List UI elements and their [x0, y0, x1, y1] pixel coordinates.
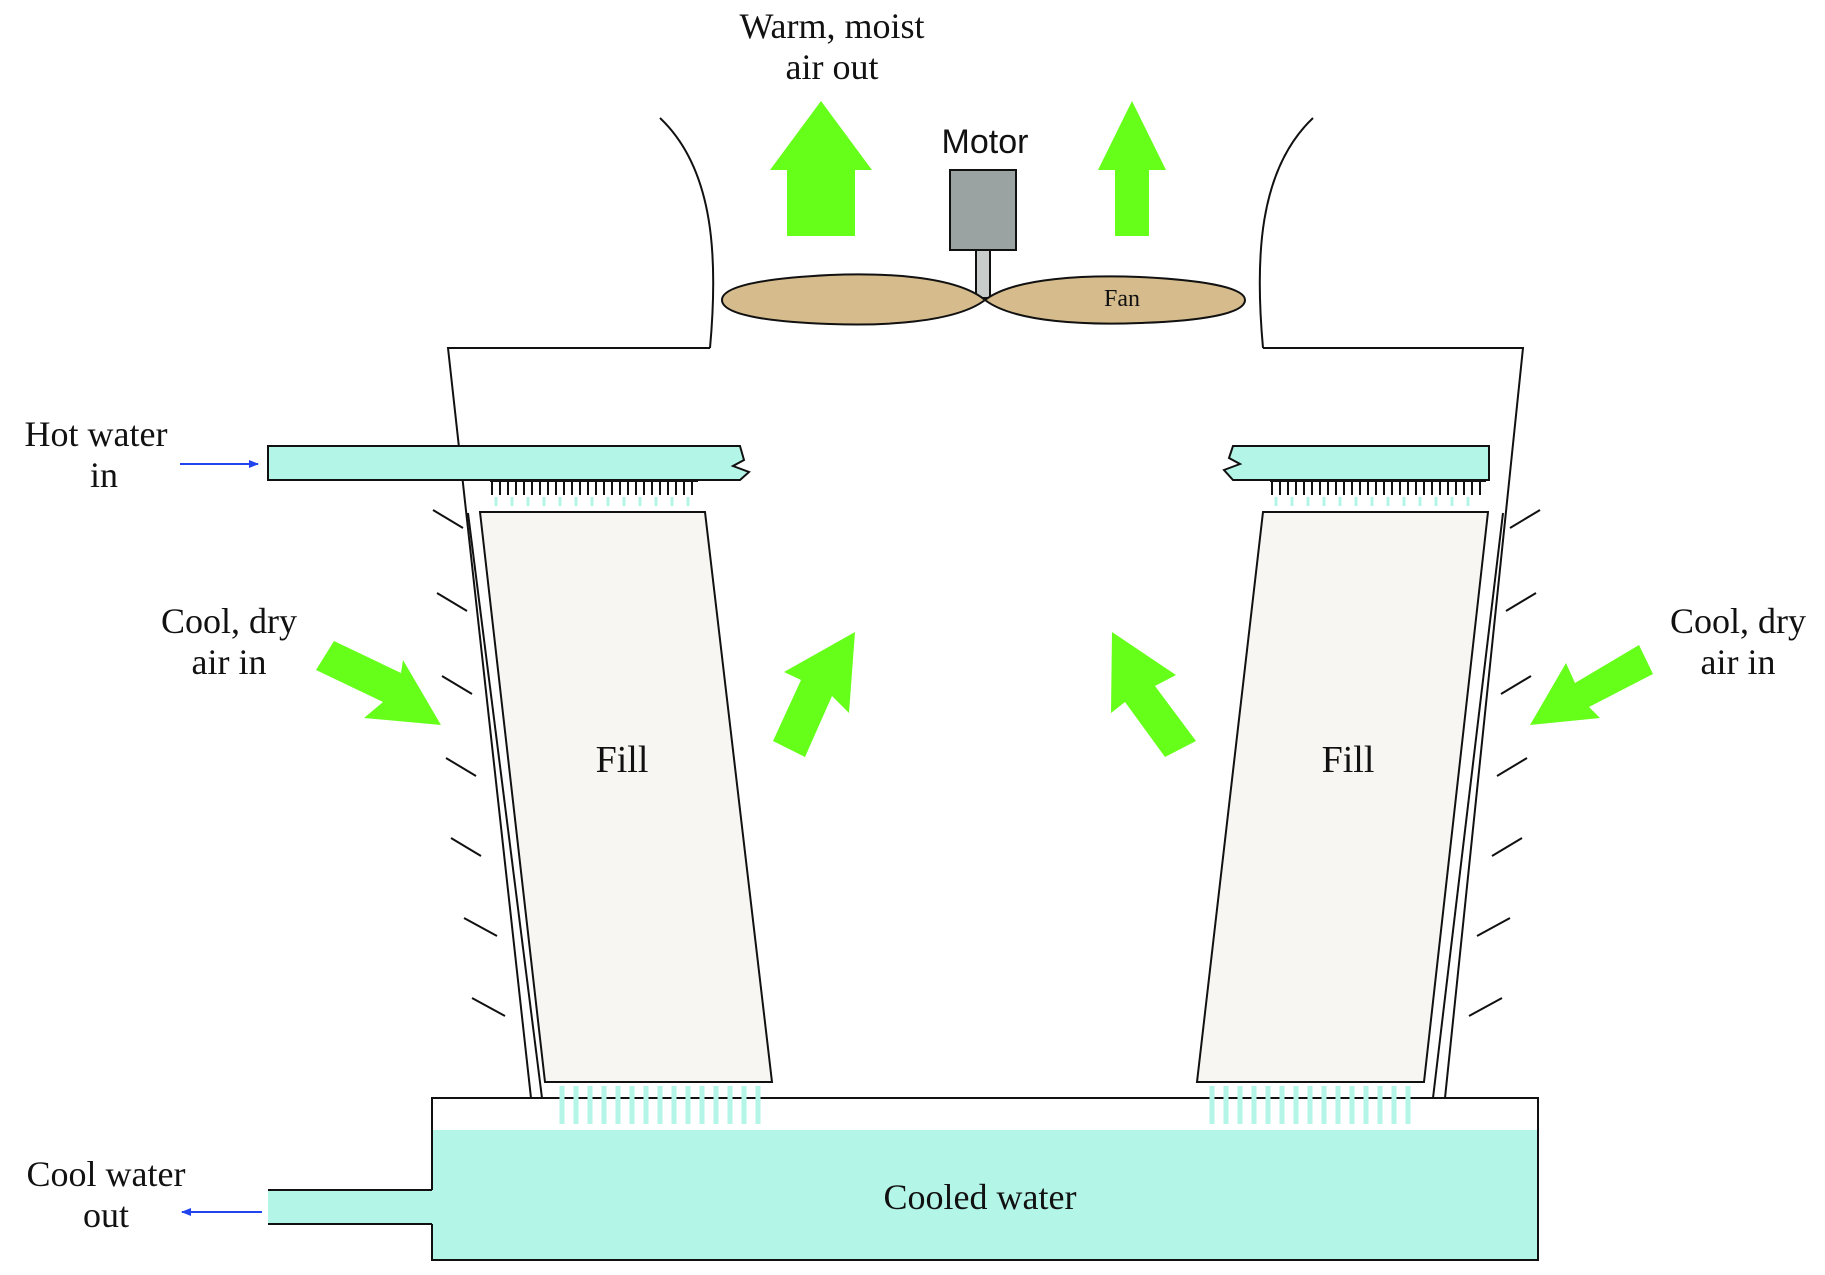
hot-water-pipe-right	[1222, 445, 1490, 481]
fan-stack-left-curve	[659, 117, 715, 349]
fill-right-label: Fill	[1322, 739, 1375, 781]
exhaust-arrow-right	[1098, 101, 1166, 236]
basin-water	[432, 1130, 1538, 1260]
fill-left-label: Fill	[596, 739, 649, 781]
rising-air-arrow-right	[1111, 632, 1196, 757]
louvers-right	[1468, 509, 1541, 1017]
cool-water-label-line2: out	[83, 1195, 129, 1235]
rising-air-arrow-left	[773, 632, 855, 757]
cooled-water-label: Cooled water	[884, 1177, 1077, 1217]
falling-water-left	[559, 1086, 761, 1124]
cool-water-pipe[interactable]	[268, 1190, 434, 1224]
hot-water-label-line2: in	[90, 455, 118, 495]
cool-air-right-label-line1: Cool, dry	[1670, 601, 1806, 641]
cool-water-pipe-outline	[268, 1189, 432, 1225]
exhaust-label-line1: Warm, moist	[739, 6, 924, 46]
fan-label: Fan	[1104, 286, 1140, 312]
hot-water-label-line1: Hot water	[25, 414, 168, 454]
tower-inner-wall-right	[1432, 512, 1504, 1099]
hot-water-pipe-left[interactable]	[267, 445, 751, 481]
motor-label: Motor	[942, 123, 1029, 161]
motor-shaft	[975, 249, 991, 299]
exhaust-label-line2: air out	[786, 47, 879, 87]
spray-nozzles-left	[490, 480, 698, 495]
cool-air-left-label-line1: Cool, dry	[161, 601, 297, 641]
exhaust-arrow-left	[770, 101, 872, 236]
falling-water-right	[1209, 1086, 1411, 1124]
basin-outline	[431, 1097, 1539, 1261]
spray-nozzles-right	[1270, 480, 1486, 495]
fill-right	[1195, 511, 1490, 1083]
motor-housing	[949, 169, 1017, 251]
spray-droplets-left	[494, 497, 690, 506]
inlet-air-arrow-right	[1530, 645, 1653, 725]
cool-air-left-label-line2: air in	[192, 642, 267, 682]
fill-left	[478, 511, 774, 1083]
fan-blade-left	[720, 273, 987, 326]
fan-stack-right-curve	[1258, 117, 1314, 349]
cool-air-right-label-line2: air in	[1701, 642, 1776, 682]
cool-water-label-line1: Cool water	[27, 1154, 186, 1194]
fan-blade-right	[983, 275, 1247, 325]
tower-inner-wall-left	[467, 512, 543, 1099]
spray-droplets-right	[1274, 497, 1470, 506]
inlet-air-arrow-left	[316, 641, 441, 725]
louvers-left	[432, 509, 506, 1017]
